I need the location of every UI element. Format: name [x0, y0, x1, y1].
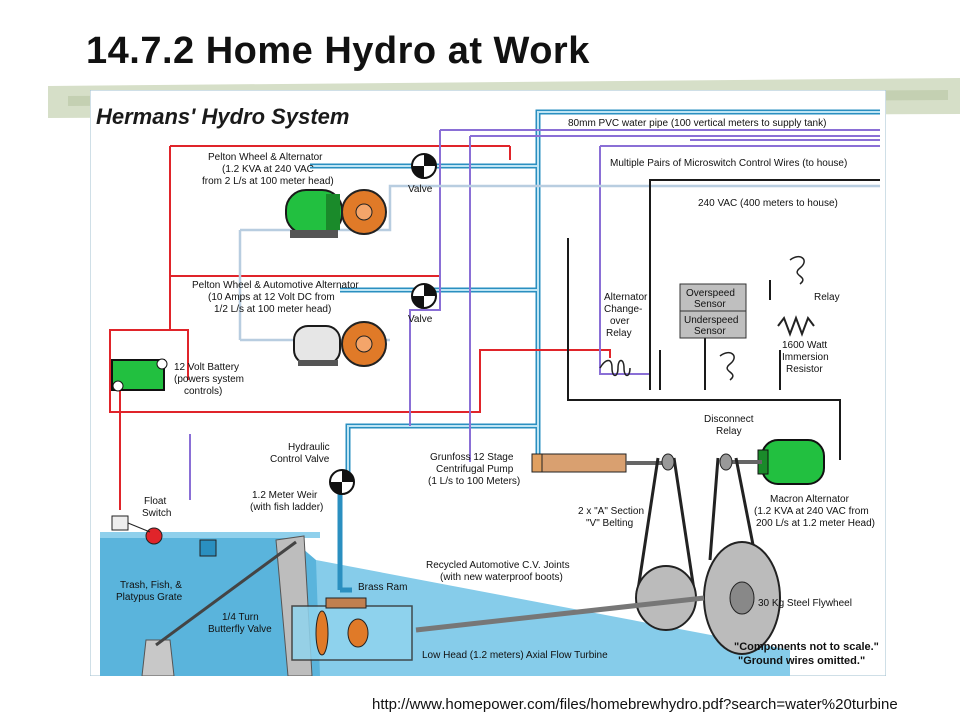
label-weir-1: 1.2 Meter Weir: [252, 490, 318, 501]
label-hydraulic-2: Control Valve: [270, 454, 330, 465]
label-float-1: Float: [144, 496, 166, 507]
label-battery-3: controls): [184, 386, 222, 397]
label-battery-1: 12 Volt Battery: [174, 362, 239, 373]
label-trash-1: Trash, Fish, &: [120, 580, 182, 591]
label-control-wires: Multiple Pairs of Microswitch Control Wi…: [610, 158, 847, 169]
note-ground-wires: "Ground wires omitted.": [738, 655, 865, 667]
label-relay: Relay: [814, 292, 840, 303]
label-resistor-2: Immersion: [782, 352, 829, 363]
label-cv-1: Recycled Automotive C.V. Joints: [426, 560, 570, 571]
label-pump-1: Grunfoss 12 Stage: [430, 452, 514, 463]
label-valve2: Valve: [408, 314, 433, 325]
label-ac-line: 240 VAC (400 meters to house): [698, 198, 838, 209]
label-pelton2-3: 1/2 L/s at 100 meter head): [214, 304, 331, 315]
label-pelton2-1: Pelton Wheel & Automotive Alternator: [192, 280, 359, 291]
note-not-to-scale: "Components not to scale.": [734, 641, 879, 653]
label-pump-2: Centrifugal Pump: [436, 464, 514, 475]
slide-title: 14.7.2 Home Hydro at Work: [86, 30, 590, 72]
label-butterfly-1: 1/4 Turn: [222, 612, 259, 623]
label-overspeed-2: Sensor: [694, 299, 726, 310]
pelton-alternator-1: [285, 189, 387, 238]
label-underspeed-1: Underspeed: [684, 315, 738, 326]
weir-grate: [199, 539, 217, 557]
pulley-2: [719, 453, 733, 471]
label-resistor-3: Resistor: [786, 364, 823, 375]
disconnect-relay-coil: [719, 352, 735, 381]
label-brass-ram: Brass Ram: [358, 582, 407, 593]
label-battery-2: (powers system: [174, 374, 244, 385]
label-changeover-2: Change-: [604, 304, 642, 315]
label-belting-2: "V" Belting: [586, 518, 633, 529]
macron-alternator: [757, 439, 825, 485]
label-hydraulic-1: Hydraulic: [288, 442, 330, 453]
label-pvc-pipe: 80mm PVC water pipe (100 vertical meters…: [568, 118, 826, 129]
v-belts: [636, 457, 758, 591]
label-resistor-1: 1600 Watt: [782, 340, 827, 351]
label-pelton2-2: (10 Amps at 12 Volt DC from: [208, 292, 335, 303]
label-changeover-1: Alternator: [604, 292, 648, 303]
label-underspeed-2: Sensor: [694, 326, 726, 337]
trash-grate: [155, 540, 297, 647]
immersion-resistor: [777, 315, 815, 337]
valve-1: [411, 153, 437, 179]
red-wires: [109, 145, 611, 510]
label-cv-2: (with new waterproof boots): [440, 572, 563, 583]
label-turbine: Low Head (1.2 meters) Axial Flow Turbine: [422, 650, 608, 661]
label-float-2: Switch: [142, 508, 171, 519]
valve-2: [411, 283, 437, 309]
label-changeover-3: over: [610, 316, 630, 327]
ac-wires: [567, 179, 880, 460]
label-macron-1: Macron Alternator: [770, 494, 850, 505]
source-url[interactable]: http://www.homepower.com/files/homebrewh…: [372, 696, 898, 713]
control-wires: [189, 129, 880, 500]
label-overspeed-1: Overspeed: [686, 288, 735, 299]
label-pelton1-1: Pelton Wheel & Alternator: [208, 152, 323, 163]
label-pump-3: (1 L/s to 100 Meters): [428, 476, 520, 487]
label-flywheel: 30 Kg Steel Flywheel: [758, 598, 852, 609]
label-disconnect-1: Disconnect: [704, 414, 754, 425]
turbine-tube: [291, 597, 413, 661]
battery: [111, 358, 168, 392]
label-macron-3: 200 L/s at 1.2 meter Head): [756, 518, 875, 529]
float-switch: [111, 515, 163, 545]
label-butterfly-2: Butterfly Valve: [208, 624, 272, 635]
grate-support: [141, 639, 175, 676]
label-trash-2: Platypus Grate: [116, 592, 183, 603]
drive-shaft: [415, 595, 705, 633]
label-weir-2: (with fish ladder): [250, 502, 323, 513]
label-valve1: Valve: [408, 184, 433, 195]
label-pelton1-3: from 2 L/s at 100 meter head): [202, 176, 334, 187]
pulley-1: [661, 453, 675, 471]
label-disconnect-2: Relay: [716, 426, 742, 437]
centrifugal-pump: [531, 453, 627, 473]
label-changeover-4: Relay: [606, 328, 632, 339]
hydro-system-diagram: Hermans' Hydro System: [90, 90, 886, 676]
hydraulic-control-valve: [329, 469, 355, 495]
label-macron-2: (1.2 KVA at 240 VAC from: [754, 506, 869, 517]
diagram-heading: Hermans' Hydro System: [96, 104, 349, 129]
relay-coil: [789, 256, 805, 285]
label-pelton1-2: (1.2 KVA at 240 VAC: [222, 164, 314, 175]
pelton-alternator-2: [293, 321, 387, 367]
label-belting-1: 2 x "A" Section: [578, 506, 644, 517]
changeover-relay-coil: [599, 359, 631, 377]
